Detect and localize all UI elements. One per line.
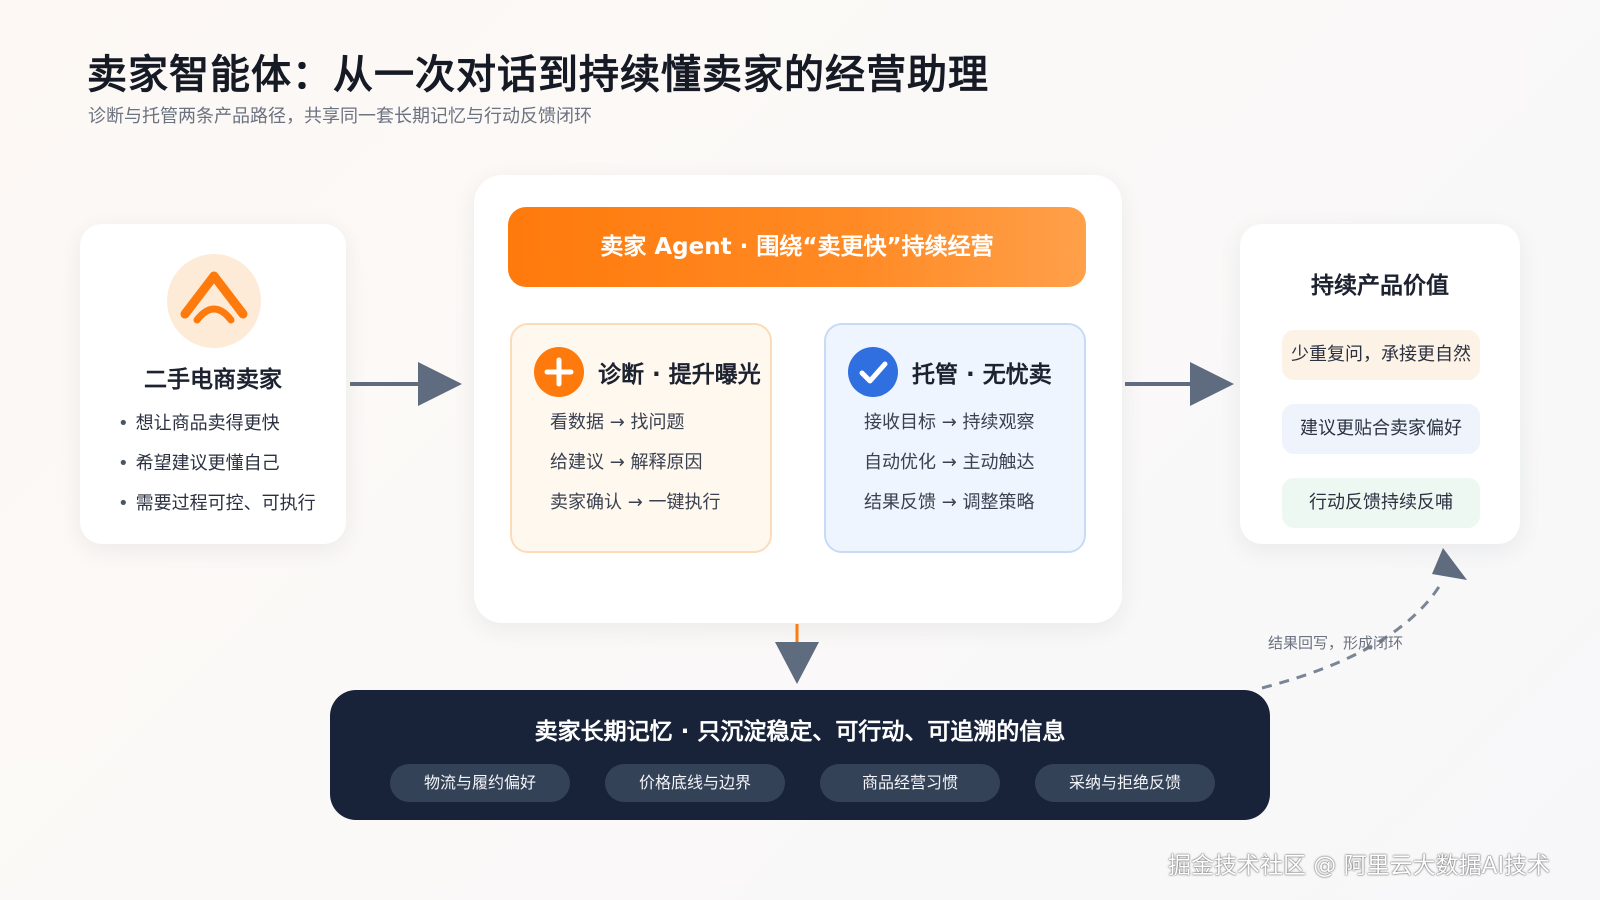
memory-tag: 采纳与拒绝反馈 (1035, 764, 1215, 802)
loop-label: 结果回写，形成闭环 (1268, 634, 1404, 652)
diagnosis-card: 诊断 · 提升曝光 看数据 → 找问题 给建议 → 解释原因 卖家确认 → 一键… (510, 323, 772, 553)
memory-tag: 价格底线与边界 (605, 764, 785, 802)
diagnosis-title: 诊断 · 提升曝光 (598, 362, 761, 388)
value-item-2: 建议更贴合卖家偏好 (1282, 404, 1480, 454)
value-item-1: 少重复问，承接更自然 (1282, 330, 1480, 380)
list-item: 结果反馈 → 调整策略 (864, 492, 1035, 513)
seller-title: 二手电商卖家 (144, 367, 282, 393)
hosting-steps: 接收目标 → 持续观察 自动优化 → 主动触达 结果反馈 → 调整策略 (864, 411, 1035, 531)
memory-panel: 卖家长期记忆 · 只沉淀稳定、可行动、可追溯的信息 物流与履约偏好 价格底线与边… (330, 690, 1270, 820)
memory-tag: 商品经营习惯 (820, 764, 1000, 802)
arrow-agent-to-value (1125, 362, 1234, 406)
list-item: 卖家确认 → 一键执行 (550, 492, 721, 513)
agent-card: 卖家 Agent · 围绕“卖更快”持续经营 诊断 · 提升曝光 看数据 → 找… (474, 175, 1122, 623)
list-item: 看数据 → 找问题 (550, 412, 685, 433)
list-item: 希望建议更懂自己 (118, 452, 316, 492)
arrow-seller-to-agent (350, 362, 462, 406)
list-item: 想让商品卖得更快 (118, 412, 316, 452)
arrow-loop-back (1261, 548, 1467, 690)
diagnosis-steps: 看数据 → 找问题 给建议 → 解释原因 卖家确认 → 一键执行 (550, 411, 721, 531)
list-item: 需要过程可控、可执行 (118, 492, 316, 532)
arrow-agent-to-memory (775, 624, 819, 684)
list-item: 接收目标 → 持续观察 (864, 412, 1035, 433)
value-card: 持续产品价值 少重复问，承接更自然 建议更贴合卖家偏好 行动反馈持续反哺 (1240, 224, 1520, 544)
seller-avatar (167, 254, 261, 348)
hosting-title: 托管 · 无忧卖 (912, 362, 1052, 388)
memory-tag: 物流与履约偏好 (390, 764, 570, 802)
plus-icon (534, 347, 584, 397)
value-title: 持续产品价值 (1311, 273, 1449, 299)
list-item: 自动优化 → 主动触达 (864, 452, 1035, 473)
agent-banner: 卖家 Agent · 围绕“卖更快”持续经营 (508, 207, 1086, 287)
value-item-3: 行动反馈持续反哺 (1282, 478, 1480, 528)
list-item: 给建议 → 解释原因 (550, 452, 703, 473)
page-title: 卖家智能体：从一次对话到持续懂卖家的经营助理 (87, 52, 989, 98)
page-subtitle: 诊断与托管两条产品路径，共享同一套长期记忆与行动反馈闭环 (88, 106, 592, 127)
memory-title: 卖家长期记忆 · 只沉淀稳定、可行动、可追溯的信息 (534, 719, 1066, 745)
seller-card: 二手电商卖家 想让商品卖得更快 希望建议更懂自己 需要过程可控、可执行 (80, 224, 346, 544)
seller-needs-list: 想让商品卖得更快 希望建议更懂自己 需要过程可控、可执行 (118, 412, 316, 532)
watermark: 掘金技术社区 @ 阿里云大数据AI技术 (1168, 853, 1551, 879)
hosting-card: 托管 · 无忧卖 接收目标 → 持续观察 自动优化 → 主动触达 结果反馈 → … (824, 323, 1086, 553)
chevron-up-icon (180, 271, 248, 324)
check-icon (848, 347, 898, 397)
